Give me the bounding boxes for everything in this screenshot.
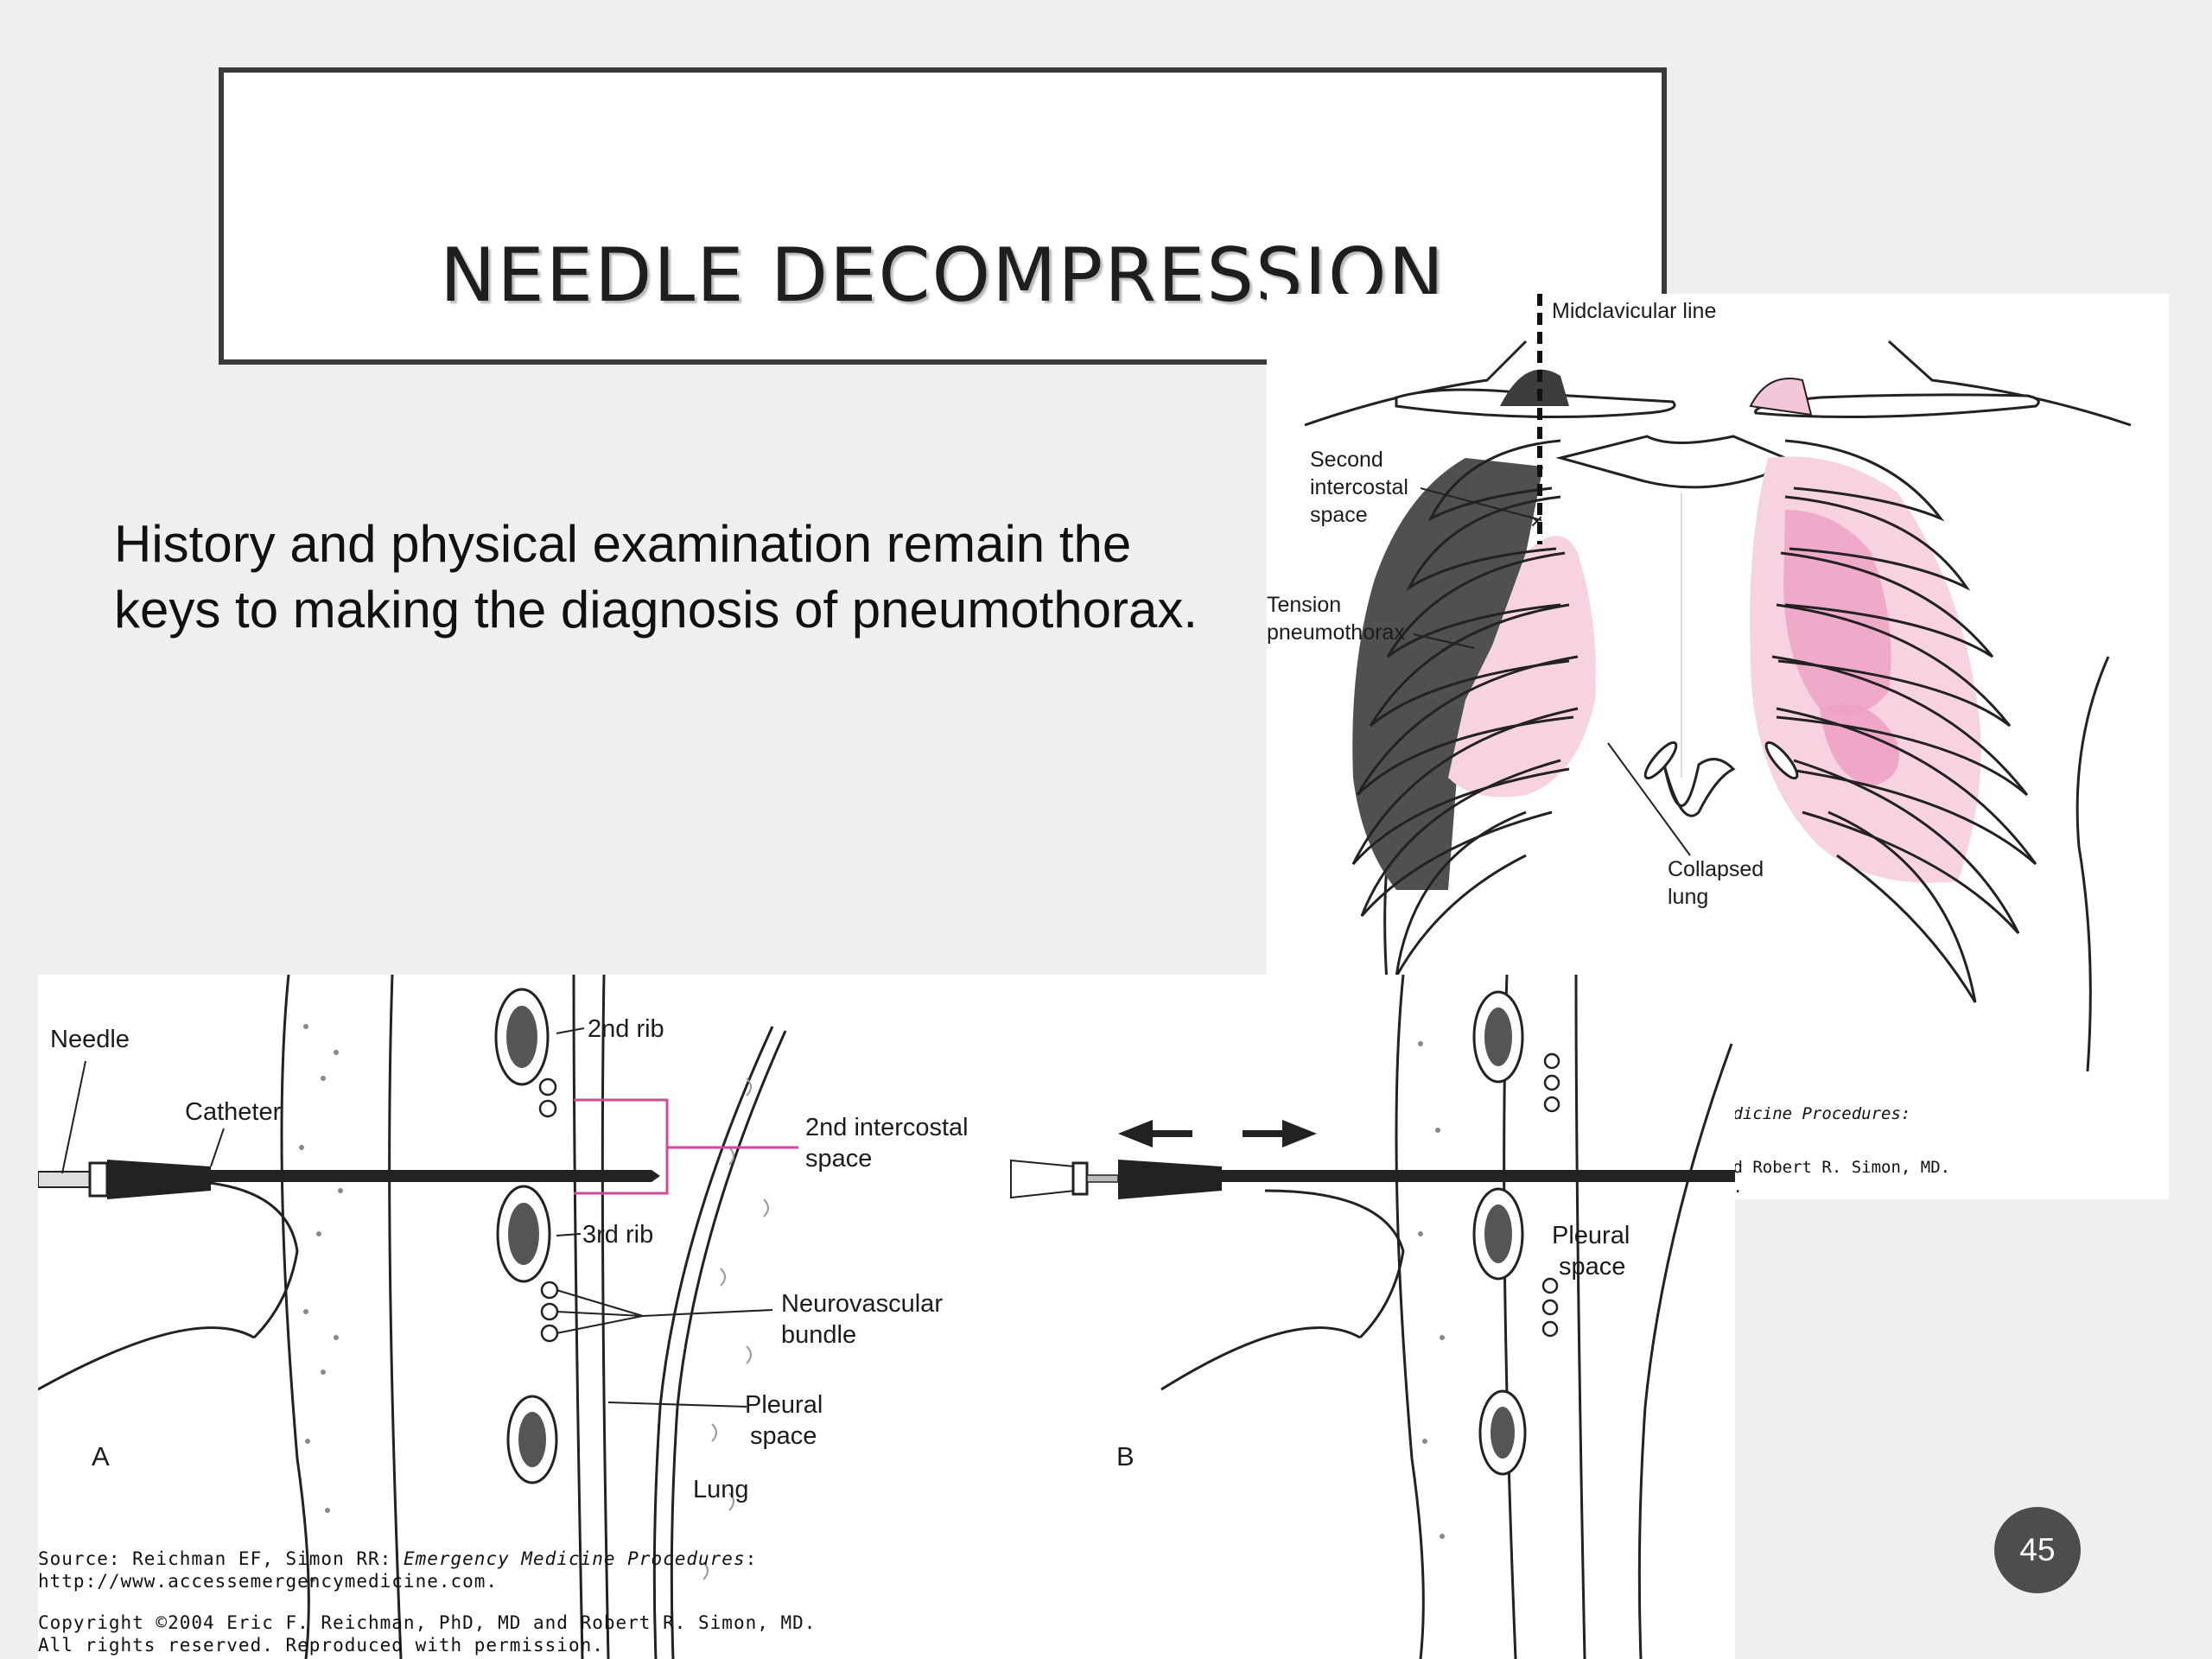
source-prefix: Source: Reichman EF, Simon RR: [38,1548,404,1569]
slide-body-text: History and physical examination remain … [114,515,1198,639]
chest-caption-1: edicine Procedures: [1723,1104,1910,1123]
x-marker: × [1530,508,1543,534]
label-collapsed-1: Collapsed [1668,857,1764,881]
label-tension-1: Tension [1267,593,1341,617]
source-book-title: Emergency Medicine Procedures [403,1548,746,1569]
label-pleural-a-1: Pleural [745,1391,823,1419]
source-line-4: All rights reserved. Reproduced with per… [38,1635,604,1656]
label-ic-space-2: space [805,1145,872,1173]
label-collapsed-2: lung [1668,885,1708,909]
label-nv-1: Neurovascular [781,1290,943,1318]
label-second-ic-2: intercostal [1310,475,1408,499]
label-second-ic-3: space [1310,503,1368,527]
label-2nd-rib: 2nd rib [588,1015,664,1043]
cross-section-diagram: Needle Catheter 2nd rib 3rd rib 2nd inte… [38,975,1735,1659]
label-tension-2: pneumothorax [1267,620,1405,645]
label-pleural-b-2: space [1559,1253,1625,1281]
title-box: NEEDLE DECOMPRESSION [219,67,1667,365]
chest-caption-2: nd Robert R. Simon, MD. [1723,1158,1950,1177]
label-needle: Needle [50,1026,130,1053]
source-line-3: Copyright ©2004 Eric F. Reichman, PhD, M… [38,1612,817,1633]
label-nv-2: bundle [781,1321,856,1349]
label-pleural-b-1: Pleural [1552,1222,1630,1249]
label-midclavicular: Midclavicular line [1552,299,1716,323]
page-number-badge: 45 [1994,1507,2081,1593]
label-3rd-rib: 3rd rib [582,1221,653,1249]
label-lung: Lung [693,1476,749,1503]
source-line-2: http://www.accessemergencymedicine.com. [38,1571,499,1592]
label-ic-space-1: 2nd intercostal [805,1114,969,1141]
source-line-1: Source: Reichman EF, Simon RR: Emergency… [38,1548,757,1569]
label-second-ic-1: Second [1310,448,1383,472]
source-suffix: : [745,1548,758,1569]
label-panel-a: A [92,1441,110,1471]
label-catheter: Catheter [185,1098,282,1126]
label-pleural-a-2: space [750,1422,817,1450]
label-panel-b: B [1116,1441,1135,1471]
